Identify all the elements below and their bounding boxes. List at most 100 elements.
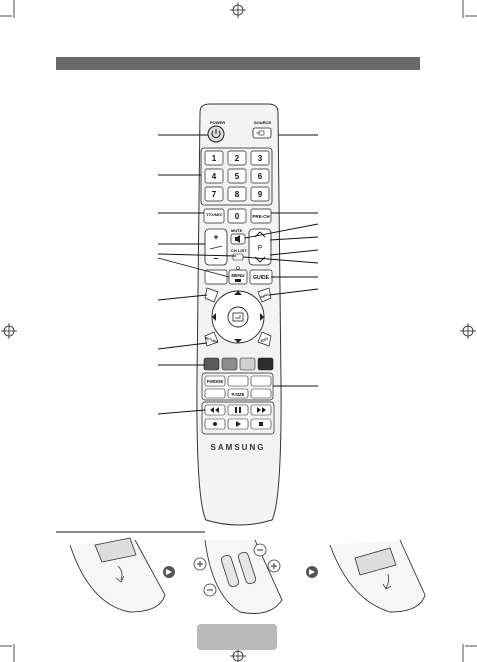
registration-mark-bottom xyxy=(230,648,246,662)
source-label: SOURCE xyxy=(254,120,271,125)
volume-up[interactable]: + xyxy=(213,232,218,242)
battery-step-3-illustration xyxy=(329,539,426,613)
arrow-up-icon[interactable] xyxy=(234,291,242,295)
number-key-1[interactable]: 1 xyxy=(204,150,224,166)
svg-text:MENU: MENU xyxy=(231,273,244,278)
power-button[interactable] xyxy=(207,125,225,143)
page-number-tab xyxy=(197,624,277,650)
pause-button[interactable] xyxy=(227,404,249,416)
function-key-6[interactable] xyxy=(250,388,272,399)
svg-text:PRE-CH: PRE-CH xyxy=(252,214,269,219)
info-button[interactable]: INFO xyxy=(257,287,272,303)
step-arrow-1 xyxy=(163,566,175,578)
record-button[interactable] xyxy=(204,418,226,430)
svg-text:TOOLS: TOOLS xyxy=(209,275,223,280)
function-key-3[interactable] xyxy=(250,375,272,387)
svg-text:5: 5 xyxy=(235,172,240,181)
ch-list-button[interactable] xyxy=(232,253,244,261)
number-key-9[interactable]: 9 xyxy=(250,186,270,202)
mute-label: MUTE xyxy=(231,228,243,233)
arrow-right-icon[interactable] xyxy=(260,313,264,321)
green-key[interactable] xyxy=(221,357,238,371)
tools-corner-button[interactable] xyxy=(204,287,219,303)
rewind-button[interactable] xyxy=(204,404,226,416)
guide-button[interactable]: GUIDE xyxy=(249,269,273,285)
number-key-0[interactable]: 0 xyxy=(227,208,247,224)
function-key-4[interactable] xyxy=(204,388,226,399)
volume-down[interactable]: – xyxy=(213,253,218,263)
svg-text:GUIDE: GUIDE xyxy=(253,275,270,281)
play-icon xyxy=(236,421,241,427)
blue-key[interactable] xyxy=(257,357,274,371)
number-key-3[interactable]: 3 xyxy=(250,150,270,166)
registration-mark-right xyxy=(460,323,476,339)
svg-text:6: 6 xyxy=(258,172,263,181)
number-key-5[interactable]: 5 xyxy=(227,168,247,184)
svg-text:1: 1 xyxy=(212,154,217,163)
remote-control: POWER SOURCE 1 2 3 4 5 6 7 xyxy=(196,103,282,526)
record-icon xyxy=(213,422,217,426)
registration-mark-top xyxy=(230,2,246,18)
pre-ch-button[interactable]: PRE-CH xyxy=(250,208,272,224)
svg-text:TTX/MIX: TTX/MIX xyxy=(206,212,222,217)
svg-text:8: 8 xyxy=(235,190,240,199)
arrow-left-icon[interactable] xyxy=(212,313,216,321)
function-keys: P.MODE P.SIZE xyxy=(201,372,274,401)
section-header-bar xyxy=(56,57,420,70)
enter-icon[interactable] xyxy=(232,312,244,322)
svg-text:RETURN: RETURN xyxy=(204,336,219,345)
number-key-4[interactable]: 4 xyxy=(204,168,224,184)
number-key-8[interactable]: 8 xyxy=(227,186,247,202)
channel-rocker[interactable]: P xyxy=(248,228,272,266)
fast-forward-button[interactable] xyxy=(250,404,272,416)
volume-rocker[interactable]: + – xyxy=(204,228,228,266)
rewind-icon xyxy=(210,407,219,413)
stop-button[interactable] xyxy=(250,418,272,430)
yellow-key[interactable] xyxy=(239,357,256,371)
mute-button[interactable] xyxy=(230,233,246,245)
menu-icon xyxy=(235,279,241,282)
menu-button[interactable]: MENU xyxy=(228,269,248,285)
samsung-logo: SAMSUNG xyxy=(211,443,266,452)
number-key-2[interactable]: 2 xyxy=(227,150,247,166)
arrow-down-icon[interactable] xyxy=(234,339,242,343)
svg-text:3: 3 xyxy=(258,154,263,163)
pause-icon xyxy=(235,407,241,413)
function-key-2[interactable] xyxy=(227,375,249,387)
source-button[interactable] xyxy=(252,127,272,139)
battery-step-2-illustration xyxy=(193,539,283,614)
p-mode-button[interactable]: P.MODE xyxy=(204,375,226,387)
exit-button[interactable]: EXIT xyxy=(257,331,272,347)
navigation-pad[interactable] xyxy=(211,290,265,344)
source-icon xyxy=(256,130,265,136)
number-key-7[interactable]: 7 xyxy=(204,186,224,202)
power-label: POWER xyxy=(210,120,225,125)
step-arrow-2 xyxy=(306,566,318,578)
battery-step-1-illustration xyxy=(69,537,166,613)
svg-text:EXIT: EXIT xyxy=(260,337,269,344)
svg-text:P.SIZE: P.SIZE xyxy=(231,392,244,397)
svg-text:7: 7 xyxy=(212,190,217,199)
stop-icon xyxy=(259,422,263,426)
mute-icon xyxy=(235,235,240,243)
p-size-button[interactable]: P.SIZE xyxy=(227,388,249,399)
ttx-mix-button[interactable]: TTX/MIX xyxy=(203,208,225,224)
svg-text:2: 2 xyxy=(235,154,240,163)
play-button[interactable] xyxy=(227,418,249,430)
number-key-6[interactable]: 6 xyxy=(250,168,270,184)
red-key[interactable] xyxy=(203,357,220,371)
ch-list-label: CH LIST xyxy=(231,248,247,253)
svg-text:P.MODE: P.MODE xyxy=(207,379,224,384)
number-pad: 1 2 3 4 5 6 7 8 9 xyxy=(200,147,273,206)
svg-text:0: 0 xyxy=(235,212,240,221)
volume-icon xyxy=(209,245,223,250)
indicator-dot xyxy=(236,266,240,270)
power-icon xyxy=(211,129,221,139)
channel-letter: P xyxy=(258,245,263,252)
tools-button[interactable]: TOOLS xyxy=(204,269,228,285)
svg-text:4: 4 xyxy=(212,172,217,181)
callout-lines xyxy=(157,134,319,415)
registration-mark-left xyxy=(1,323,17,339)
